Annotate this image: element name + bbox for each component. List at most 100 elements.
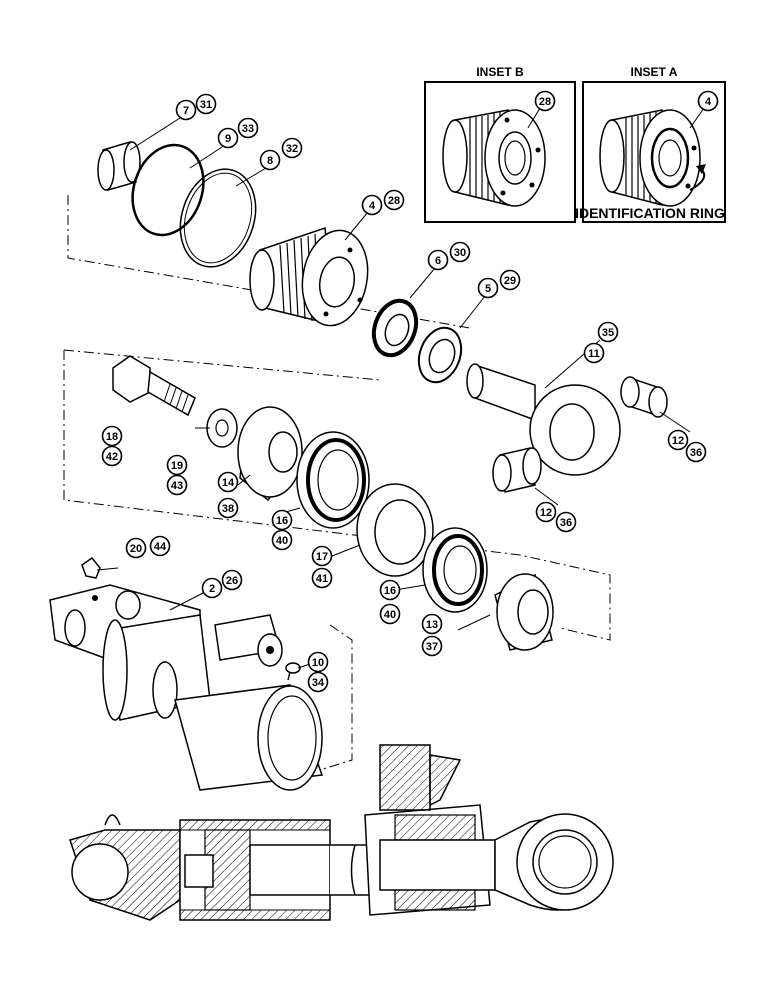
callout-c10-top-circle <box>307 651 329 673</box>
callout-c20-bottom-circle <box>149 535 171 557</box>
callout-c5-bottom-text: 29 <box>504 275 516 287</box>
callout-c6-bottom-text: 30 <box>454 247 466 259</box>
part-5-wiper <box>417 326 463 384</box>
inset-a-piston <box>599 109 701 207</box>
callout-c12a-bottom-circle <box>685 441 707 463</box>
part-12-bushing-right <box>620 376 668 418</box>
callout-c12b-bottom-circle <box>555 511 577 533</box>
part-12-bushing-left <box>492 447 542 493</box>
inset-b-piston <box>442 109 546 207</box>
callout-c14-top-circle <box>217 471 239 493</box>
callout-c5-bottom-circle <box>499 269 521 291</box>
callout-c6-top-circle <box>427 249 449 271</box>
callout-c6-bottom-circle <box>449 241 471 263</box>
identification-ring-label: IDENTIFICATION RING <box>575 205 725 221</box>
callout-c8-top-text: 8 <box>267 155 273 167</box>
callout-c18-bottom-circle <box>101 445 123 467</box>
callout-c12b-top-circle <box>535 501 557 523</box>
callout-c16b-bottom-text: 40 <box>384 609 396 621</box>
callout-c14-bottom-circle <box>217 497 239 519</box>
callout-c5-top-circle <box>477 277 499 299</box>
callout-c16b-bottom-circle <box>379 603 401 625</box>
callout-c6-top-text: 6 <box>435 255 441 267</box>
callout-c20-top-circle <box>125 537 147 559</box>
inset-b-part-circle <box>534 90 556 112</box>
part-10-screw <box>285 662 301 681</box>
callout-c11-bottom-circle <box>597 321 619 343</box>
callout-c19-bottom-circle <box>166 474 188 496</box>
callout-c8-bottom-text: 32 <box>286 143 298 155</box>
callout-c18-top-circle <box>101 425 123 447</box>
part-8-ring <box>179 168 257 268</box>
part-6-seal <box>371 298 419 358</box>
callout-c4-top-circle <box>361 194 383 216</box>
callout-c6: 6 30 <box>427 241 471 271</box>
callout-c11-top-text: 11 <box>588 348 600 360</box>
callout-c13-top-text: 13 <box>426 619 438 631</box>
callout-c9-top-circle <box>217 127 239 149</box>
callout-c17-bottom-circle <box>311 567 333 589</box>
callout-c10-bottom-text: 34 <box>312 677 325 689</box>
callout-c7-top-circle <box>175 99 197 121</box>
part-20-grease-fitting <box>81 556 101 579</box>
callout-c4-top-text: 4 <box>369 200 376 212</box>
inset-b-callout: 28 <box>534 90 556 112</box>
part-14-gland <box>237 406 303 502</box>
callout-c4-bottom-text: 28 <box>388 195 400 207</box>
callout-c20-bottom-text: 44 <box>154 541 167 553</box>
callout-c12b-top-text: 12 <box>540 507 552 519</box>
callout-c17-bottom-text: 41 <box>316 573 328 585</box>
callout-c14-top-text: 14 <box>222 477 235 489</box>
part-19-washer <box>206 408 238 448</box>
part-16-seal-b <box>422 527 488 613</box>
callout-c8: 8 32 <box>259 137 303 171</box>
part-7-bushing <box>97 141 141 191</box>
inset-a-title: INSET A <box>631 65 678 79</box>
callout-c2: 226 <box>201 569 243 599</box>
inset-a-part-text: 4 <box>705 96 712 108</box>
callout-c19-bottom-text: 43 <box>171 480 183 492</box>
callout-c16a-top-text: 16 <box>276 515 288 527</box>
callout-c14-bottom-text: 38 <box>222 503 234 515</box>
callout-c10-top-text: 10 <box>312 657 324 669</box>
part-11-rod-eye <box>466 363 621 476</box>
part-18-bolt <box>112 355 196 417</box>
callout-c12b-bottom-text: 36 <box>560 517 572 529</box>
callout-c13-top-circle <box>421 613 443 635</box>
part-13-gland-nut <box>494 573 554 651</box>
callout-c12a-top-text: 12 <box>672 435 684 447</box>
part-17-ring <box>356 483 434 577</box>
callout-c13-bottom-circle <box>421 635 443 657</box>
part-16-seal-a <box>296 431 370 529</box>
callout-c19-top-text: 19 <box>171 460 183 472</box>
callout-c16b-top-circle <box>379 579 401 601</box>
callout-c4-bottom-circle <box>383 189 405 211</box>
part-9-ring <box>131 143 205 237</box>
callout-c16a-bottom-circle <box>271 529 293 551</box>
callout-c2-top-text: 2 <box>209 583 215 595</box>
inset-b-panel: INSET B <box>424 65 576 223</box>
callout-c4: 4 28 <box>361 189 405 216</box>
callout-c12b: 12 36 <box>535 501 577 533</box>
callout-c12a-top-circle <box>667 429 689 451</box>
callout-c5-top-text: 5 <box>485 283 491 295</box>
callout-c9: 933 <box>217 117 259 149</box>
callout-c5: 5 29 <box>477 269 521 299</box>
callout-c17-top-circle <box>311 545 333 567</box>
inset-a-callout: 4 <box>697 90 719 112</box>
callout-c7-bottom-text: 31 <box>200 99 212 111</box>
callout-c16a-bottom-text: 40 <box>276 535 288 547</box>
